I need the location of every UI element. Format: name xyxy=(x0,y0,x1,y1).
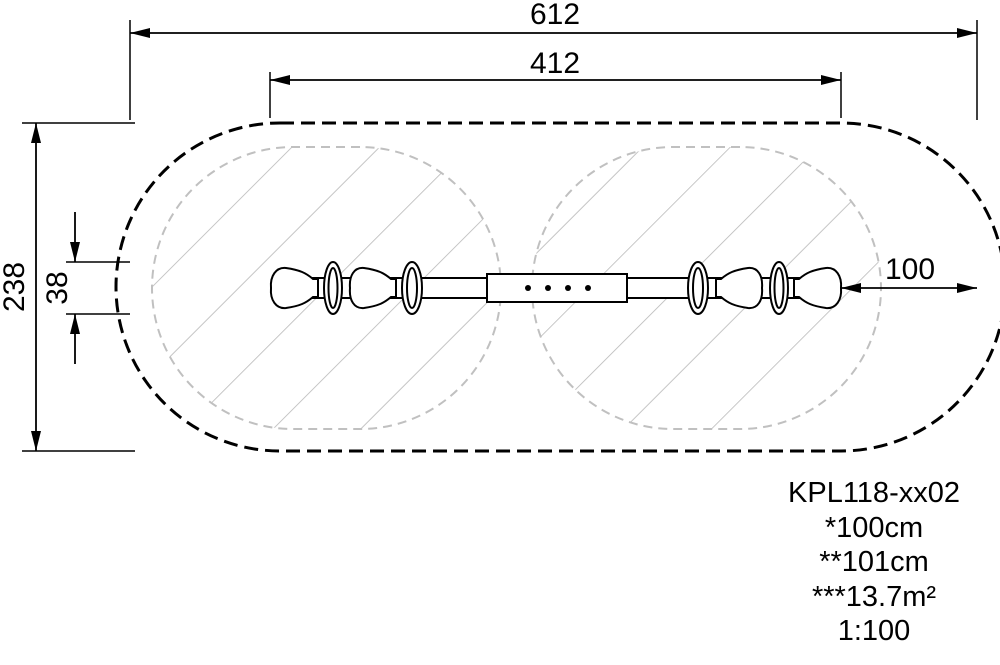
safety-radius-label: 100 xyxy=(885,253,935,286)
handle-left-inner xyxy=(401,261,423,315)
product-info: KPL118-xx02 *100cm **101cm ***13.7m² 1:1… xyxy=(754,476,994,649)
seat-width-label: 38 xyxy=(41,271,74,304)
seat-right-inner xyxy=(715,266,764,310)
handle-right-inner xyxy=(687,261,709,315)
outer-safety-area xyxy=(114,121,1000,453)
pivot-bolts xyxy=(525,285,591,291)
scale-label: 1:100 xyxy=(837,615,911,647)
product-code: KPL118-xx02 xyxy=(788,477,960,509)
overall-length-label: 612 xyxy=(530,0,580,31)
seesaw-pivot xyxy=(486,273,628,303)
note-3: ***13.7m² xyxy=(811,580,937,613)
seat-right-outer xyxy=(793,266,843,310)
handle-left-outer xyxy=(323,261,343,315)
note-1: *100cm xyxy=(824,511,924,544)
seat-left-inner xyxy=(348,266,397,310)
seat-left-outer xyxy=(269,266,319,310)
seesaw-equipment xyxy=(269,261,843,315)
handle-right-outer xyxy=(769,261,789,315)
note-2: **101cm xyxy=(819,546,929,578)
beam-length-label: 412 xyxy=(530,47,580,80)
overall-width-label: 238 xyxy=(0,262,31,312)
